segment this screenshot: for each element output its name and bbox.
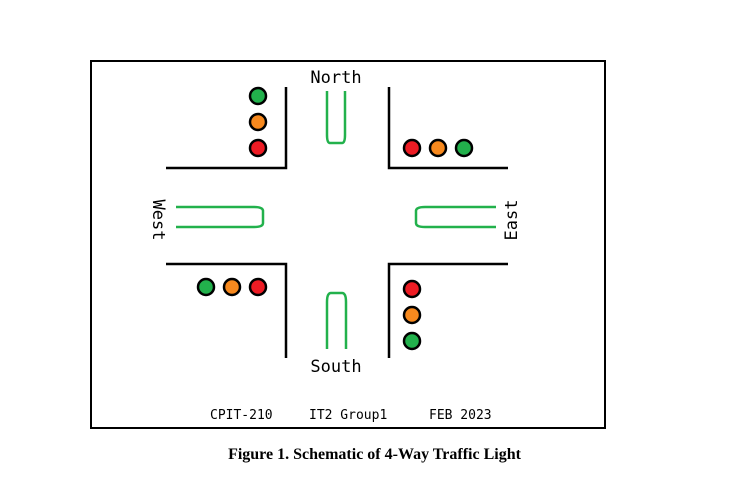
light-orange <box>402 305 422 325</box>
light-red <box>402 279 422 299</box>
footer-date: FEB 2023 <box>429 408 492 423</box>
light-orange <box>222 277 242 297</box>
label-west: West <box>148 200 168 241</box>
light-red <box>248 277 268 297</box>
car-east <box>414 205 496 229</box>
footer-course: CPIT-210 <box>210 408 273 423</box>
car-south <box>325 291 348 349</box>
footer-group: IT2 Group1 <box>309 408 387 423</box>
traffic-light-south-east <box>402 279 422 351</box>
light-green <box>196 277 216 297</box>
label-south: South <box>310 357 361 377</box>
cars <box>176 91 496 349</box>
label-east: East <box>502 200 522 241</box>
traffic-light-north-east <box>402 138 474 158</box>
road-corner-south-west <box>166 262 288 358</box>
road-corner-south-east <box>387 262 508 358</box>
light-green <box>454 138 474 158</box>
traffic-light-north-west <box>248 86 268 158</box>
road-corner-north-east <box>387 87 508 170</box>
light-orange <box>428 138 448 158</box>
light-green <box>402 331 422 351</box>
light-orange <box>248 112 268 132</box>
road-edges <box>166 87 508 358</box>
car-west <box>176 205 265 229</box>
road-corner-north-west <box>166 87 288 170</box>
figure-caption: Figure 1. Schematic of 4-Way Traffic Lig… <box>228 446 521 463</box>
light-green <box>248 86 268 106</box>
label-north: North <box>310 68 361 88</box>
light-red <box>248 138 268 158</box>
car-north <box>325 91 347 145</box>
light-red <box>402 138 422 158</box>
diagram-frame <box>90 60 606 429</box>
traffic-light-south-west <box>196 277 268 297</box>
